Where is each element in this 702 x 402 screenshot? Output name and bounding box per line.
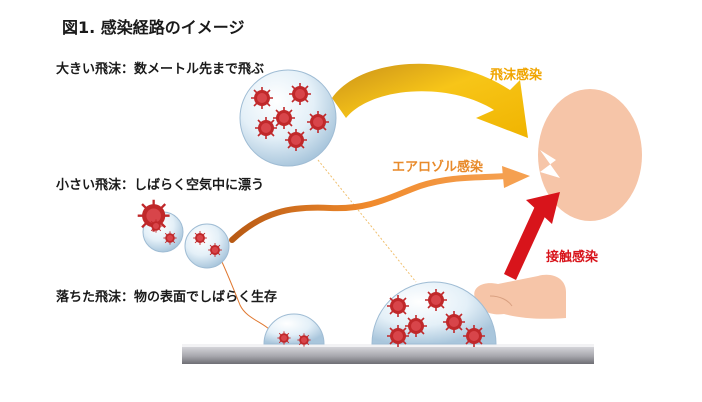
hand-icon <box>474 274 566 319</box>
fallen-droplet-label: 落ちた飛沫：物の表面でしばらく生存 <box>56 290 278 305</box>
large-droplet-label: 大きい飛沫：数メートル先まで飛ぶ <box>56 62 265 77</box>
contact-route-arrow <box>504 192 560 280</box>
surface-plate <box>182 344 594 364</box>
small-droplet-bubble <box>136 198 184 253</box>
contact-infection-label: 接触感染 <box>546 250 599 265</box>
droplet-route-arrow <box>332 63 528 139</box>
fallen-droplet-bubble-small <box>263 313 325 348</box>
aerosol-infection-label: エアロゾル感染 <box>392 160 484 175</box>
face-icon <box>538 89 642 221</box>
aerosol-arrow-head <box>502 166 530 188</box>
drip-line <box>221 261 271 331</box>
large-droplet-bubble <box>239 69 337 167</box>
small-droplet-label: 小さい飛沫：しばらく空気中に漂う <box>56 178 265 193</box>
fallen-droplet-bubble-large <box>371 281 497 348</box>
fall-trajectory-line <box>317 159 417 283</box>
aerosol-route-arrow <box>229 173 509 243</box>
droplet-infection-label: 飛沫感染 <box>490 68 543 83</box>
small-droplet-bubble-2 <box>184 223 230 269</box>
figure-title: 図1. 感染経路のイメージ <box>62 18 245 37</box>
